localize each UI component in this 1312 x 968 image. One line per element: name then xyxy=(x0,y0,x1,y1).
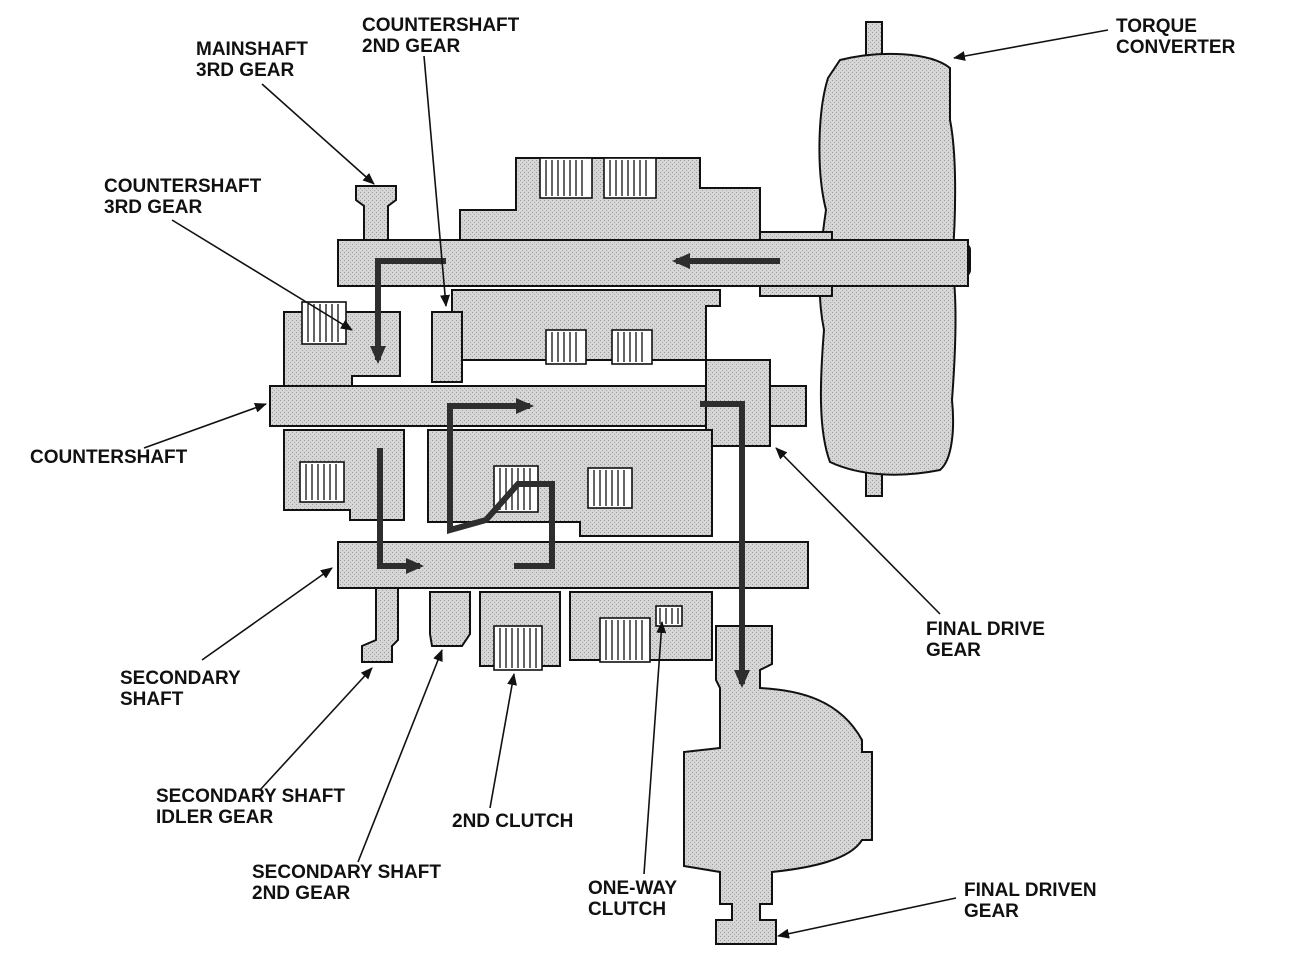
svg-text:FINAL DRIVEN: FINAL DRIVEN xyxy=(964,880,1097,901)
leader-mainshaft-3rd-gear xyxy=(261,83,375,185)
svg-text:3RD GEAR: 3RD GEAR xyxy=(104,197,202,218)
leader-torque-converter xyxy=(953,29,1109,61)
svg-text:TORQUE: TORQUE xyxy=(1116,16,1197,37)
second-clutch xyxy=(479,591,561,671)
label-countershaft-2nd-gear: COUNTERSHAFT 2ND GEAR xyxy=(362,15,520,57)
mainshaft-clutch-pack xyxy=(539,157,657,199)
svg-text:COUNTERSHAFT: COUNTERSHAFT xyxy=(104,176,262,197)
svg-text:SECONDARY SHAFT: SECONDARY SHAFT xyxy=(156,786,345,807)
leader-countershaft-2nd-gear xyxy=(423,55,451,307)
label-countershaft: COUNTERSHAFT xyxy=(30,447,188,468)
label-secondary-shaft: SECONDARY SHAFT xyxy=(120,668,241,710)
svg-text:ONE-WAY: ONE-WAY xyxy=(588,878,677,899)
svg-text:2ND GEAR: 2ND GEAR xyxy=(252,883,350,904)
leader-final-drive-gear xyxy=(775,447,941,615)
label-one-way-clutch: ONE-WAY CLUTCH xyxy=(588,878,677,920)
one-way-clutch-assembly xyxy=(569,591,713,663)
leader-one-way-clutch xyxy=(643,621,667,875)
label-final-drive-gear: FINAL DRIVE GEAR xyxy=(926,619,1045,661)
svg-text:SECONDARY SHAFT: SECONDARY SHAFT xyxy=(252,862,441,883)
leader-secondary-shaft-idler-gear xyxy=(259,667,373,791)
leader-countershaft xyxy=(143,403,267,449)
svg-text:GEAR: GEAR xyxy=(926,640,981,661)
svg-text:SHAFT: SHAFT xyxy=(120,689,184,710)
svg-text:CONVERTER: CONVERTER xyxy=(1116,37,1236,58)
label-torque-converter: TORQUE CONVERTER xyxy=(1116,16,1236,58)
svg-text:COUNTERSHAFT: COUNTERSHAFT xyxy=(362,15,520,36)
svg-text:FINAL DRIVE: FINAL DRIVE xyxy=(926,619,1045,640)
leader-countershaft-3rd-gear xyxy=(171,219,353,331)
final-driven-gear xyxy=(683,625,873,945)
countershaft-3rd-gear-assembly xyxy=(283,301,401,387)
clutch-plates-mainshaft xyxy=(545,160,647,196)
svg-text:COUNTERSHAFT: COUNTERSHAFT xyxy=(30,447,188,468)
leader-secondary-shaft xyxy=(201,567,333,661)
leader-second-clutch xyxy=(489,673,517,809)
countershaft-clutch-housing xyxy=(431,289,721,383)
label-final-driven-gear: FINAL DRIVEN GEAR xyxy=(964,880,1097,922)
label-secondary-shaft-2nd-gear: SECONDARY SHAFT 2ND GEAR xyxy=(252,862,441,904)
lower-clutch-assembly xyxy=(283,429,713,537)
power-flow-path xyxy=(370,253,780,688)
svg-text:2ND CLUTCH: 2ND CLUTCH xyxy=(452,811,573,832)
svg-text:3RD GEAR: 3RD GEAR xyxy=(196,60,294,81)
label-secondary-shaft-idler-gear: SECONDARY SHAFT IDLER GEAR xyxy=(156,786,345,828)
leader-secondary-shaft-2nd-gear xyxy=(357,649,443,863)
svg-text:2ND GEAR: 2ND GEAR xyxy=(362,36,460,57)
svg-text:MAINSHAFT: MAINSHAFT xyxy=(196,39,308,60)
leader-lines xyxy=(143,29,1109,939)
svg-text:SECONDARY: SECONDARY xyxy=(120,668,241,689)
svg-text:IDLER GEAR: IDLER GEAR xyxy=(156,807,273,828)
leader-final-driven-gear xyxy=(777,897,957,939)
svg-text:GEAR: GEAR xyxy=(964,901,1019,922)
label-countershaft-3rd-gear: COUNTERSHAFT 3RD GEAR xyxy=(104,176,262,218)
label-second-clutch: 2ND CLUTCH xyxy=(452,811,573,832)
label-mainshaft-3rd-gear: MAINSHAFT 3RD GEAR xyxy=(196,39,308,81)
svg-text:CLUTCH: CLUTCH xyxy=(588,899,666,920)
